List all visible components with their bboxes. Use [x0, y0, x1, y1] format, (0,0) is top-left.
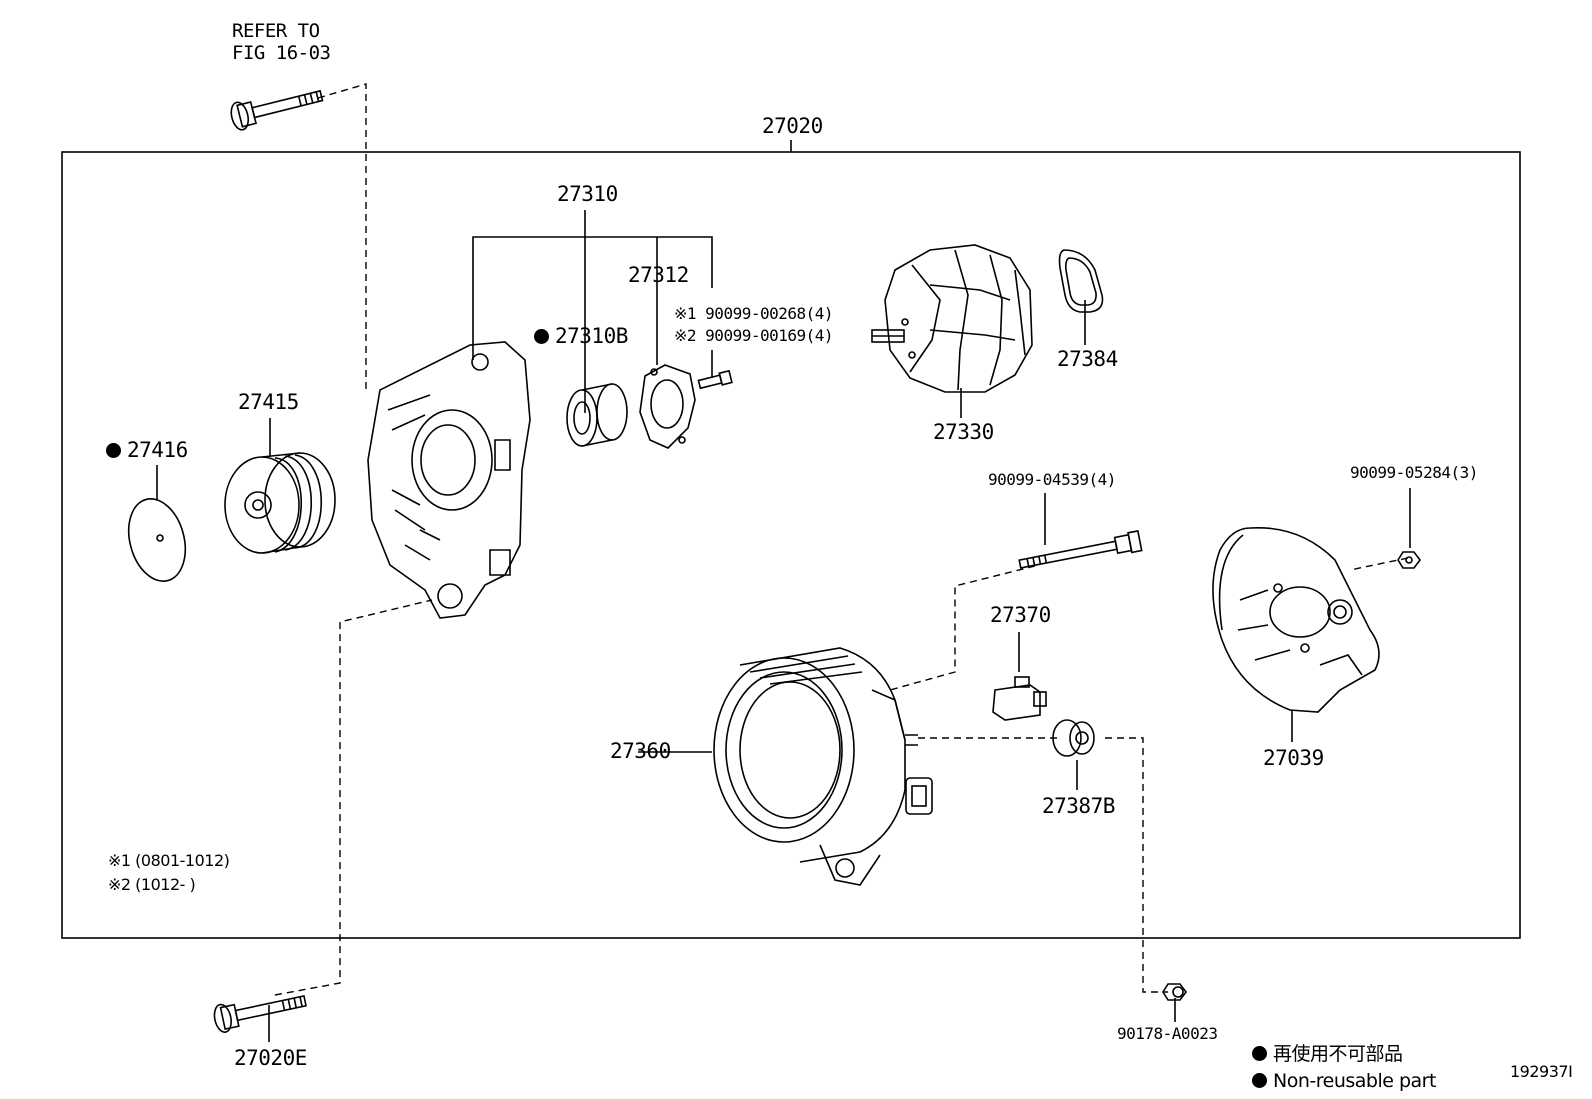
legend-jp: 再使用不可部品 — [1252, 1045, 1403, 1064]
bolt-90099-04539 — [1018, 529, 1143, 569]
nut-90099-05284 — [1397, 551, 1421, 569]
legend-dot — [1252, 1046, 1267, 1061]
part-90178-A0023[interactable]: 90178-A0023 — [1117, 1024, 1218, 1043]
non-reusable-dot — [534, 329, 549, 344]
refer-line-1: REFER TO — [232, 20, 320, 42]
part-27416[interactable]: 27416 — [106, 440, 188, 461]
part-90099-00268[interactable]: ※1 90099-00268(4) — [674, 304, 834, 323]
part-27039[interactable]: 27039 — [1263, 746, 1324, 770]
part-27310[interactable]: 27310 — [557, 182, 618, 206]
rotor-27330 — [871, 244, 1033, 393]
bracket-27310 — [472, 236, 713, 360]
part-27310B[interactable]: 27310B — [534, 326, 628, 347]
rear-cover-27039 — [1212, 526, 1380, 713]
part-27415[interactable]: 27415 — [238, 390, 299, 414]
housing-27310 — [367, 341, 531, 619]
brush-holder-27370 — [992, 676, 1047, 721]
part-27416-label: 27416 — [127, 438, 188, 462]
part-27384[interactable]: 27384 — [1057, 347, 1118, 371]
note-2: ※2 (1012- ) — [108, 875, 196, 894]
legend-jp-text: 再使用不可部品 — [1273, 1043, 1403, 1065]
screw-90099-00268 — [697, 369, 733, 390]
part-27370[interactable]: 27370 — [990, 603, 1051, 627]
part-27310B-label: 27310B — [555, 324, 628, 348]
cap-27416 — [127, 498, 187, 582]
refer-line-2: FIG 16-03 — [232, 42, 331, 64]
bolt-27020E — [213, 995, 307, 1033]
legend-en: Non-reusable part — [1252, 1072, 1436, 1091]
part-90099-04539[interactable]: 90099-04539(4) — [988, 470, 1116, 489]
part-27020[interactable]: 27020 — [762, 114, 823, 138]
part-27387B[interactable]: 27387B — [1042, 794, 1115, 818]
part-27330[interactable]: 27330 — [933, 420, 994, 444]
part-90099-00169[interactable]: ※2 90099-00169(4) — [674, 326, 834, 345]
pulley-27415 — [224, 452, 336, 554]
non-reusable-dot — [106, 443, 121, 458]
bolt-top — [230, 89, 324, 131]
dash-bolt-bottom — [274, 599, 433, 996]
part-27360[interactable]: 27360 — [610, 739, 671, 763]
part-27020E[interactable]: 27020E — [234, 1046, 307, 1070]
legend-dot — [1252, 1073, 1267, 1088]
cover-27384 — [1058, 249, 1104, 313]
dash-bolt-top — [317, 83, 367, 390]
plate-27312 — [639, 364, 696, 449]
figure-id: 192937I — [1510, 1062, 1573, 1081]
assembly-frame — [61, 151, 1521, 939]
dash-long-bolt — [889, 565, 1036, 691]
dash-nut-05284 — [1349, 557, 1409, 571]
dash-nut-a0023 — [1105, 737, 1168, 993]
stator-27360 — [713, 647, 933, 886]
part-90099-05284[interactable]: 90099-05284(3) — [1350, 463, 1478, 482]
nut-90178-A0023 — [1162, 983, 1187, 1001]
bearing-27310B — [566, 383, 628, 447]
note-1: ※1 (0801-1012) — [108, 851, 230, 870]
legend-en-text: Non-reusable part — [1273, 1070, 1436, 1092]
part-27312[interactable]: 27312 — [628, 263, 689, 287]
insulator-27387B — [1052, 719, 1095, 757]
